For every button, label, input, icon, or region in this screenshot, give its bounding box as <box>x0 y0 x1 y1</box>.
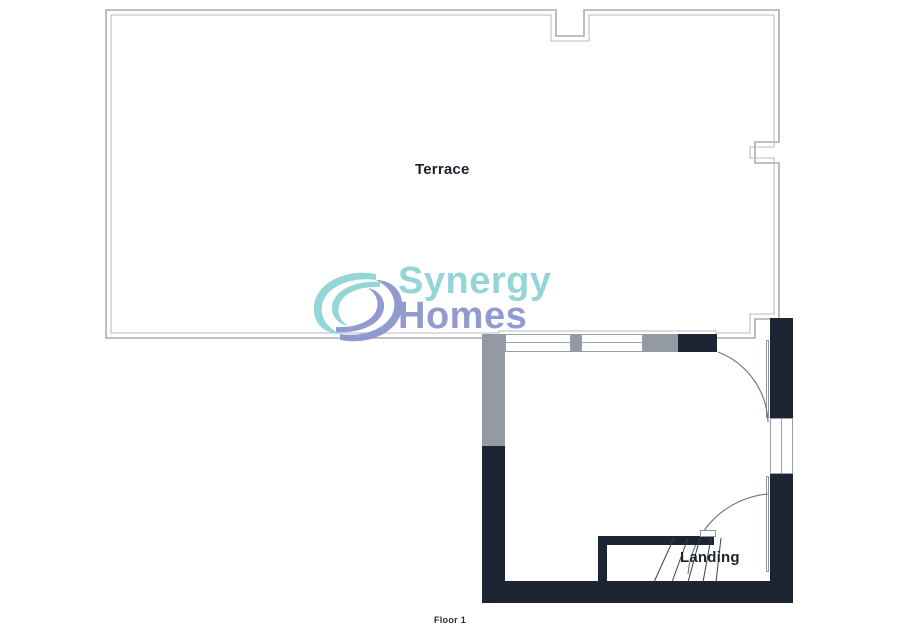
wall-segment-window-mullion-block <box>571 334 581 352</box>
stair-nib <box>700 530 716 537</box>
watermark-text: Synergy Homes <box>398 260 552 337</box>
window-pane-2 <box>581 334 643 352</box>
wall-partition-stair-top <box>598 536 714 545</box>
wall-segment-top-dark <box>678 334 717 352</box>
wall-segment-top-gray <box>643 334 678 352</box>
window-mullion-2 <box>581 342 643 343</box>
door-leaf-upper <box>766 340 769 418</box>
wall-left-lower-dark <box>482 446 505 603</box>
room-label-landing: Landing <box>680 549 740 566</box>
wall-bottom <box>482 581 793 603</box>
wall-right-lower <box>770 474 793 589</box>
wall-left-upper-gray <box>482 352 505 446</box>
floor-caption: Floor 1 <box>433 615 467 625</box>
synergy-swoosh-logo-icon <box>313 272 403 342</box>
door-leaf-lower <box>766 476 769 572</box>
wall-right-upper <box>770 318 793 418</box>
wall-segment-top-left-jamb <box>482 334 505 352</box>
wall-partition-stair-left <box>598 536 607 582</box>
room-label-terrace: Terrace <box>415 161 470 178</box>
window-pane-1 <box>505 334 571 352</box>
window-mullion-right <box>781 418 782 474</box>
window-mullion-1 <box>505 342 571 343</box>
watermark-line-homes: Homes <box>398 294 528 337</box>
watermark-line-synergy: Synergy <box>398 260 552 302</box>
